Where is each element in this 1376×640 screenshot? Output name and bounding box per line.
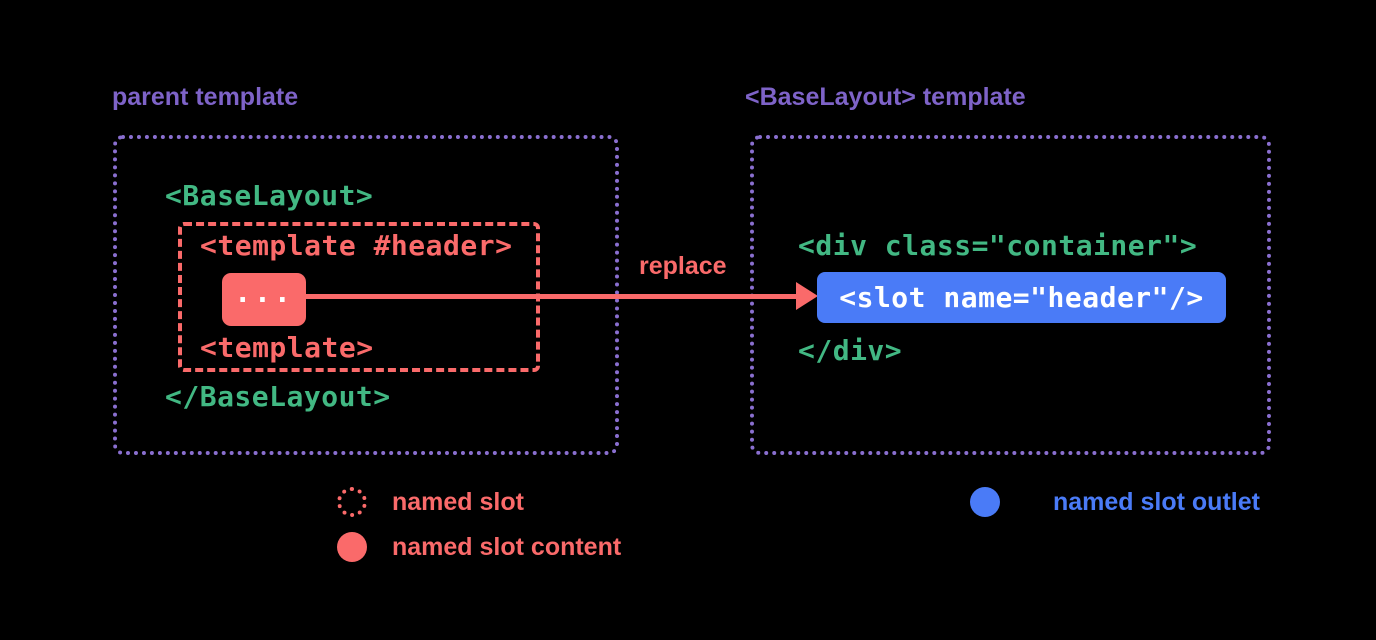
template-close-tag: <template> bbox=[200, 331, 374, 364]
template-header-open-tag: <template #header> bbox=[200, 229, 513, 262]
slot-outlet-tag: <slot name="header"/> bbox=[839, 281, 1204, 314]
baselayout-template-title: <BaseLayout> template bbox=[745, 83, 1026, 111]
div-container-open-tag: <div class="container"> bbox=[798, 229, 1198, 262]
replace-arrow-line bbox=[306, 294, 802, 299]
named-slot-legend-label: named slot bbox=[392, 488, 524, 516]
named-slot-legend-icon bbox=[337, 487, 367, 517]
baselayout-close-tag: </BaseLayout> bbox=[165, 380, 391, 413]
slot-content-ellipsis: ... bbox=[234, 275, 294, 309]
named-slot-content-legend-label: named slot content bbox=[392, 533, 622, 561]
named-slot-content-legend-icon bbox=[337, 532, 367, 562]
div-close-tag: </div> bbox=[798, 334, 903, 367]
parent-template-title: parent template bbox=[112, 83, 299, 111]
baselayout-open-tag: <BaseLayout> bbox=[165, 179, 374, 212]
named-slot-outlet-legend-icon bbox=[970, 487, 1000, 517]
replace-arrow-head-icon bbox=[796, 282, 818, 310]
named-slot-outlet-box: <slot name="header"/> bbox=[817, 272, 1226, 323]
named-slot-outlet-legend-label: named slot outlet bbox=[1053, 488, 1260, 516]
named-slot-content-box: ... bbox=[222, 273, 306, 326]
replace-label: replace bbox=[639, 252, 727, 280]
